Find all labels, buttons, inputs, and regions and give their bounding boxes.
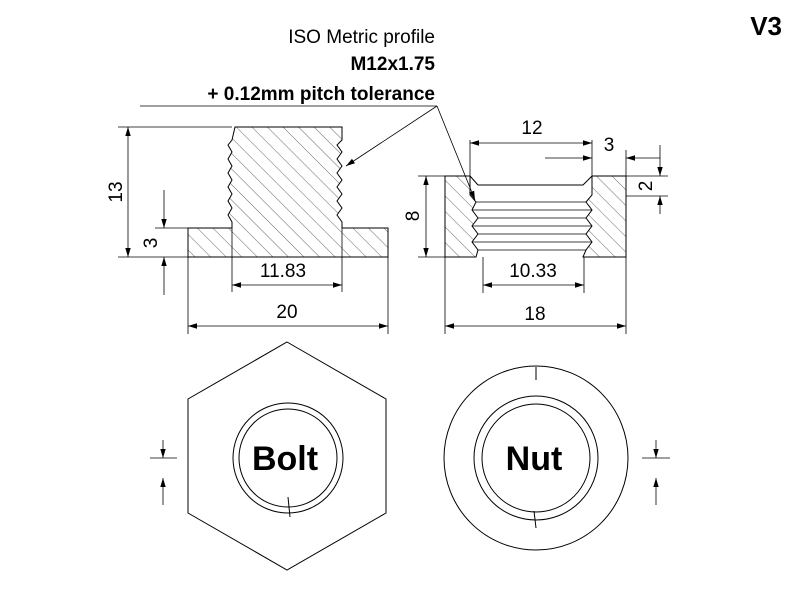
nut-bore-inner-circle: [481, 403, 591, 513]
bolt-flange-dim: 3: [141, 238, 162, 249]
nut-chamfer-width-dim: 3: [604, 135, 615, 156]
profile-note-line1: ISO Metric profile: [288, 27, 435, 48]
version-label: V3: [750, 11, 782, 41]
nut-label: Nut: [506, 440, 563, 478]
profile-note-line2: M12x1.75: [350, 54, 435, 75]
profile-note: ISO Metric profile M12x1.75 + 0.12mm pit…: [140, 27, 476, 201]
nut-outer-width-dim: 18: [524, 304, 545, 325]
nut-left-wall: [444, 175, 479, 258]
nut-chamfer-depth-dim: 2: [636, 181, 657, 192]
nut-thread-lines: [472, 201, 592, 251]
nut-height-dim: 8: [403, 211, 424, 222]
nut-bore-outer-circle: [473, 395, 599, 521]
bolt-thread-outer-circle: [232, 402, 344, 514]
bolt-top-view: Bolt: [150, 341, 387, 571]
bolt-label: Bolt: [252, 440, 318, 478]
profile-note-line3: + 0.12mm pitch tolerance: [207, 84, 435, 105]
leader-to-bolt: [345, 105, 438, 167]
nut-top-view: Nut: [443, 365, 670, 551]
bolt-flange-width-dim: 20: [276, 302, 297, 323]
bolt-height-dim: 13: [106, 181, 127, 202]
nut-minor-diameter-dim: 10.33: [509, 261, 557, 282]
nut-section-view: 12 3 2 8 10.33 18: [403, 118, 668, 334]
bolt-thread-inner-circle: [238, 408, 338, 508]
nut-bore-dim: 12: [521, 118, 542, 139]
bolt-hexagon: [187, 341, 387, 571]
nut-right-wall: [582, 175, 627, 258]
nut-outer-circle: [443, 365, 629, 551]
bolt-section-body: [187, 126, 389, 258]
bolt-minor-diameter-dim: 11.83: [260, 261, 306, 282]
bolt-section-view: 13 3 11.83 20: [106, 126, 389, 334]
